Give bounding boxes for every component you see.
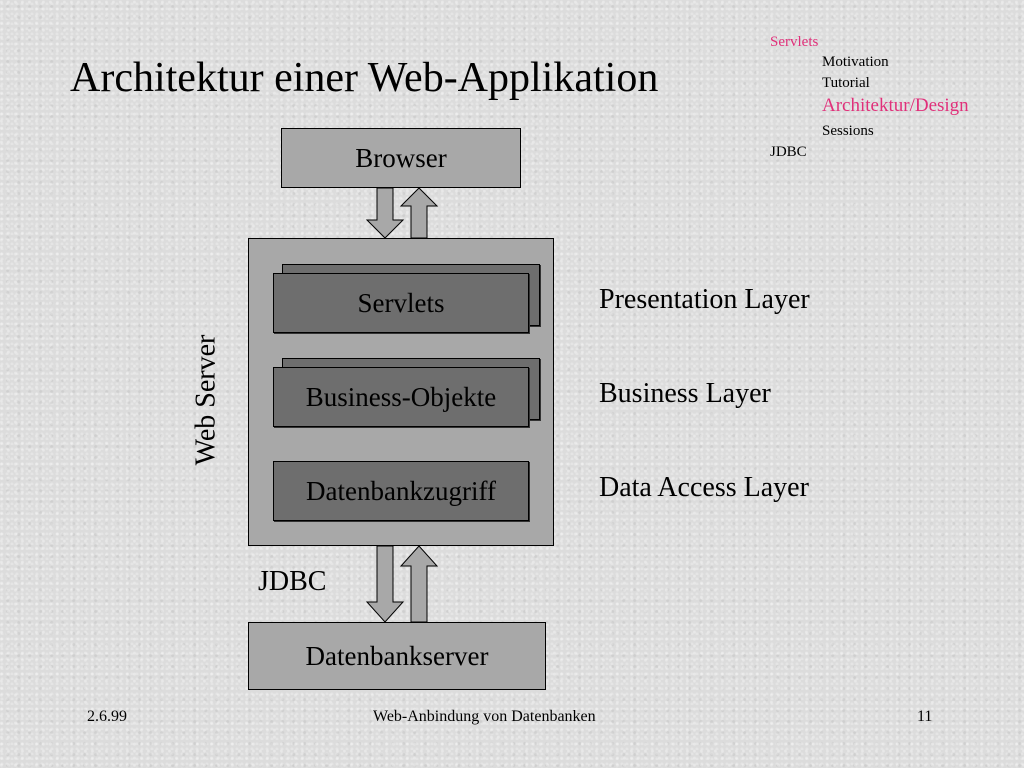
browser-label: Browser: [355, 142, 447, 173]
down-arrow-icon: [365, 187, 405, 239]
nav-item-architektur-design[interactable]: Architektur/Design: [822, 95, 969, 116]
footer-title: Web-Anbindung von Datenbanken: [373, 708, 596, 725]
jdbc-label: JDBC: [258, 566, 327, 597]
web-server-label-wrap: Web Server: [186, 300, 226, 500]
down-arrow-icon: [365, 545, 405, 623]
nav-section-jdbc[interactable]: JDBC: [770, 144, 807, 160]
browser-server-arrows: [365, 187, 439, 239]
nav-item-motivation[interactable]: Motivation: [822, 54, 889, 70]
page-number: 11: [917, 708, 933, 725]
nav-item-sessions[interactable]: Sessions: [822, 123, 874, 139]
business-layer-label: Business Layer: [599, 378, 771, 409]
up-arrow-icon: [399, 545, 439, 623]
up-arrow-icon: [399, 187, 439, 239]
business-objects-label: Business-Objekte: [305, 381, 497, 412]
db-access-label: Datenbankzugriff: [306, 475, 496, 506]
nav-section-servlets[interactable]: Servlets: [770, 34, 819, 50]
web-server-label: Web Server: [190, 334, 222, 466]
data-access-layer-label: Data Access Layer: [599, 472, 809, 503]
db-access-box: Datenbankzugriff: [273, 461, 529, 521]
nav-item-tutorial[interactable]: Tutorial: [822, 75, 870, 91]
db-server-label: Datenbankserver: [305, 640, 489, 671]
server-db-arrows: [365, 545, 439, 623]
footer-date: 2.6.99: [87, 708, 127, 725]
servlets-box: Servlets: [273, 273, 529, 333]
slide-title: Architektur einer Web-Applikation: [70, 55, 659, 101]
presentation-layer-label: Presentation Layer: [599, 284, 810, 315]
servlets-label: Servlets: [357, 287, 445, 318]
business-objects-box: Business-Objekte: [273, 367, 529, 427]
browser-box: Browser: [281, 128, 521, 188]
db-server-box: Datenbankserver: [248, 622, 546, 690]
